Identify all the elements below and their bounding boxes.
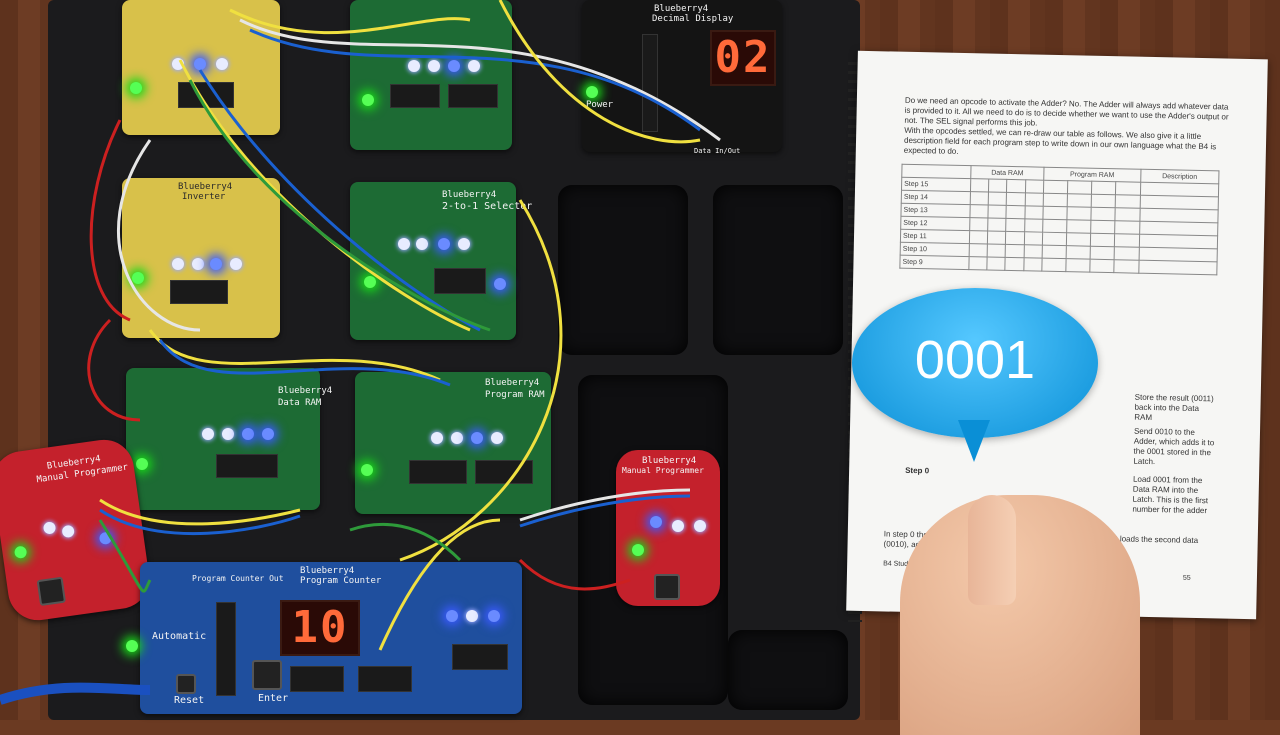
board-subtitle: Manual Programmer [622, 466, 704, 475]
ic-chip [390, 84, 440, 108]
program-table: Data RAM Program RAM Description Step 15… [899, 164, 1219, 276]
program-ram-board: Blueberry4 Program RAM [355, 372, 551, 514]
board-title: Blueberry4 [300, 566, 355, 576]
manual-programmer-right: Blueberry4 Manual Programmer [616, 450, 720, 606]
tray-slot [558, 185, 688, 355]
description-store: Store the result (0011) back into the Da… [1134, 392, 1214, 423]
board-subtitle: Inverter [182, 192, 226, 202]
board-title: Blueberry4 [642, 456, 697, 466]
select-led [494, 278, 506, 290]
bit-led [398, 238, 410, 250]
book-paragraph: With the opcodes settled, we can re-draw… [903, 125, 1217, 156]
automatic-label: Automatic [152, 631, 207, 642]
description-load: Load 0001 from the Data RAM into the Lat… [1132, 474, 1209, 516]
board-subtitle: Program RAM [485, 390, 545, 400]
board-subtitle: 2-to-1 Selector [442, 201, 533, 212]
ic-chip [216, 454, 278, 478]
description-send: Send 0010 to the Adder, which adds it to… [1133, 426, 1215, 467]
bit-led [172, 258, 184, 270]
ic-chip [409, 460, 467, 484]
ic-chip [170, 280, 228, 304]
output-label: Program Counter Out [192, 574, 284, 583]
bit-led [192, 258, 204, 270]
reset-label: Reset [174, 695, 205, 706]
board-subtitle: Decimal Display [652, 14, 734, 24]
ic-chip [642, 34, 658, 132]
bit-led [431, 432, 443, 444]
reset-button[interactable] [176, 674, 196, 694]
bit-led [694, 520, 706, 532]
board-subtitle: Data RAM [278, 398, 322, 408]
board-title: Blueberry4 [178, 182, 233, 192]
power-led [132, 272, 144, 284]
step-label: Step 9 [899, 255, 970, 270]
board-title: Blueberry4 [654, 4, 709, 14]
push-button[interactable] [654, 574, 680, 600]
power-led [632, 544, 644, 556]
seven-segment-display: 10 [280, 600, 360, 656]
power-led [586, 86, 598, 98]
power-label: Power [586, 100, 614, 110]
seven-segment-display: 02 [710, 30, 776, 86]
bit-led [491, 432, 503, 444]
board-title: Blueberry4 [442, 190, 497, 200]
tray-slot [728, 630, 848, 710]
callout-tail [958, 420, 990, 462]
bit-led [194, 58, 206, 70]
bit-led [466, 610, 478, 622]
bit-led [471, 432, 483, 444]
ic-chip [448, 84, 498, 108]
bit-led [451, 432, 463, 444]
power-led [362, 94, 374, 106]
callout-text: 0001 [914, 330, 1036, 390]
data-ram-board: Blueberry4 Data RAM [126, 368, 332, 510]
ic-chip [290, 666, 344, 692]
pointing-finger [968, 495, 1016, 605]
bit-led [672, 520, 684, 532]
enter-button[interactable] [252, 660, 282, 690]
page-number: 55 [1182, 574, 1191, 582]
power-led [136, 458, 148, 470]
callout-bubble [852, 288, 1098, 438]
program-counter-board: Blueberry4 Program Counter Program Count… [126, 562, 522, 714]
bit-led [262, 428, 274, 440]
bit-led [216, 58, 228, 70]
enter-label: Enter [258, 693, 289, 704]
inverter-board: Blueberry4 Inverter [122, 178, 280, 338]
power-led [130, 82, 142, 94]
step0-label: Step 0 [905, 465, 930, 476]
decimal-display-board: Blueberry4 Decimal Display 02 Power Data… [582, 0, 782, 155]
bit-led [458, 238, 470, 250]
tray-slot [713, 185, 843, 355]
bit-led [446, 610, 458, 622]
bit-led [438, 238, 450, 250]
bit-led [448, 60, 460, 72]
ic-chip [434, 268, 486, 294]
bit-led [650, 516, 662, 528]
bit-led [222, 428, 234, 440]
ic-chip [452, 644, 508, 670]
board-subtitle: Program Counter [300, 576, 382, 586]
bit-led [230, 258, 242, 270]
board-title: Blueberry4 [278, 386, 333, 396]
bit-led [408, 60, 420, 72]
bit-led [416, 238, 428, 250]
bit-led [242, 428, 254, 440]
bit-led [202, 428, 214, 440]
ic-chip [216, 602, 236, 696]
board-title: Blueberry4 [485, 378, 540, 388]
bit-led [428, 60, 440, 72]
bit-led [210, 258, 222, 270]
power-led [364, 276, 376, 288]
jumper-wires [0, 0, 721, 705]
connector-label: Data In/Out [694, 147, 741, 155]
power-led [361, 464, 373, 476]
bit-led [468, 60, 480, 72]
ic-chip [358, 666, 412, 692]
adder-board [350, 0, 512, 150]
power-led [126, 640, 138, 652]
bit-led [488, 610, 500, 622]
hand [900, 495, 1140, 735]
